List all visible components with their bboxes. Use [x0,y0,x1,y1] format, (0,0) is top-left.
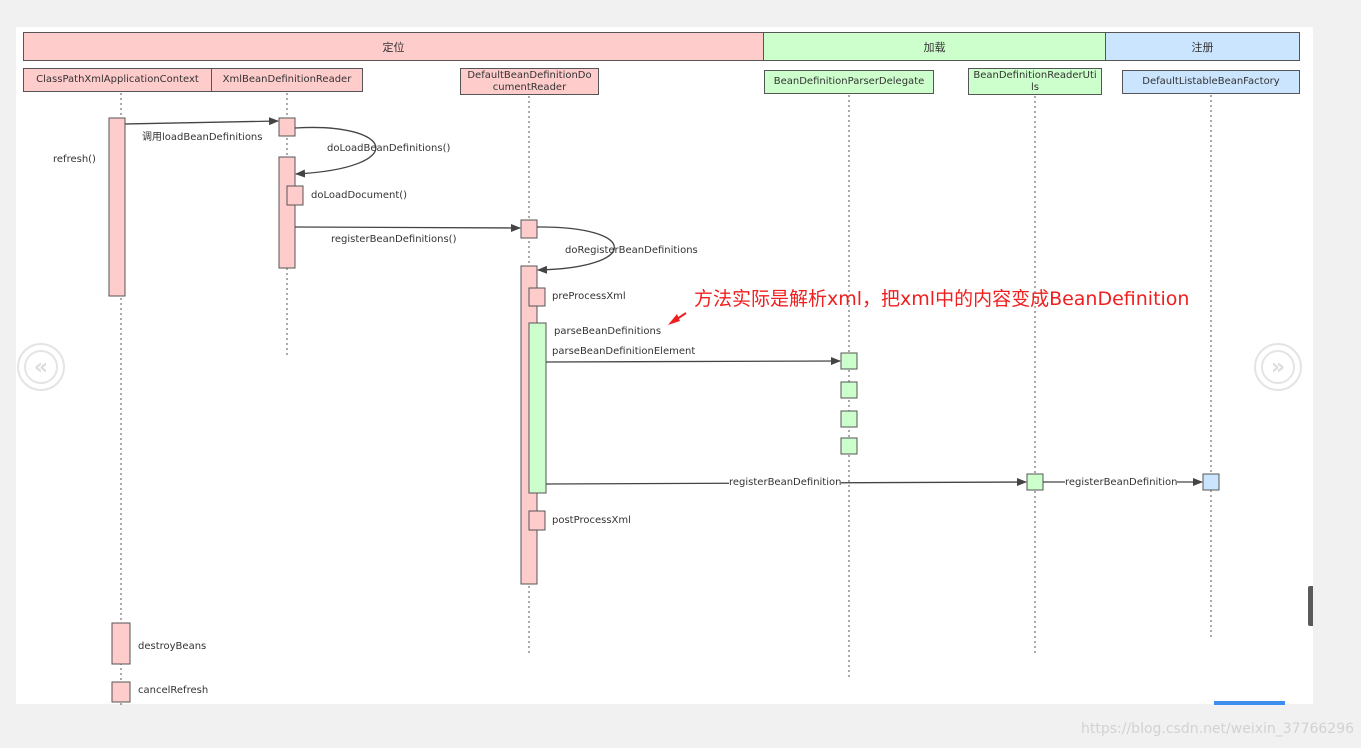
participant-factory: DefaultListableBeanFactory [1122,70,1300,94]
label-register-def-1: registerBeanDefinition [729,477,842,488]
arrow-do-load [294,126,377,178]
chevron-left-icon: « [24,350,58,384]
label-call-load: 调用loadBeanDefinitions [142,132,263,143]
arrow-call-load [124,117,279,126]
label-destroy: destroyBeans [138,641,207,652]
activation-reader-doc [286,185,304,206]
label-register-def-2: registerBeanDefinition [1065,477,1178,488]
label-parse-defs: parseBeanDefinitions [554,326,662,337]
arrow-register-defs [294,223,521,232]
activation-docreader-preprocess [528,287,546,307]
participant-delegate: BeanDefinitionParserDelegate [764,70,934,94]
activation-factory [1202,473,1220,491]
activation-delegate-1 [840,352,858,370]
activation-reader-load [278,117,296,137]
annotation-arrow [668,312,687,325]
annotation-text: 方法实际是解析xml，把xml中的内容变成BeanDefinition [694,288,1190,310]
arrow-parse-element [545,357,841,366]
band-locate: 定位 [23,32,764,61]
activation-utils [1026,473,1044,491]
next-image-button[interactable]: » [1254,343,1302,391]
label-post-process: postProcessXml [552,515,631,526]
chevron-right-icon: » [1261,350,1295,384]
label-do-load-doc: doLoadDocument() [311,190,408,201]
watermark: https://blog.csdn.net/weixin_37766296 [1081,721,1355,737]
side-scroll-tab[interactable] [1308,586,1313,626]
activation-delegate-3 [840,410,858,428]
label-cancel: cancelRefresh [138,685,209,696]
label-do-load: doLoadBeanDefinitions() [327,143,451,154]
arrow-do-register [536,226,615,274]
label-refresh: refresh() [53,154,96,165]
activation-docreader-register [520,219,538,239]
activation-docreader-postprocess [528,510,546,531]
activation-context-cancel [111,681,131,703]
activation-context-refresh [108,117,126,297]
band-register: 注册 [1105,32,1300,61]
activation-docreader-parse [528,322,547,494]
participant-reader: XmlBeanDefinitionReader [211,68,363,92]
prev-image-button[interactable]: « [17,343,65,391]
label-register-defs: registerBeanDefinitions() [331,234,457,245]
participant-utils: BeanDefinitionReaderUtils [968,68,1102,95]
diagram-canvas [16,27,1313,704]
activation-delegate-4 [840,437,858,455]
label-pre-process: preProcessXml [552,291,626,302]
page-indicator [1214,701,1285,705]
activation-context-destroy [111,622,131,665]
activation-delegate-2 [840,381,858,399]
label-parse-element: parseBeanDefinitionElement [552,346,696,357]
participant-doc-reader: DefaultBeanDefinitionDocumentReader [460,68,599,95]
label-do-register: doRegisterBeanDefinitions [565,245,698,256]
activation-reader-doload [278,156,296,269]
